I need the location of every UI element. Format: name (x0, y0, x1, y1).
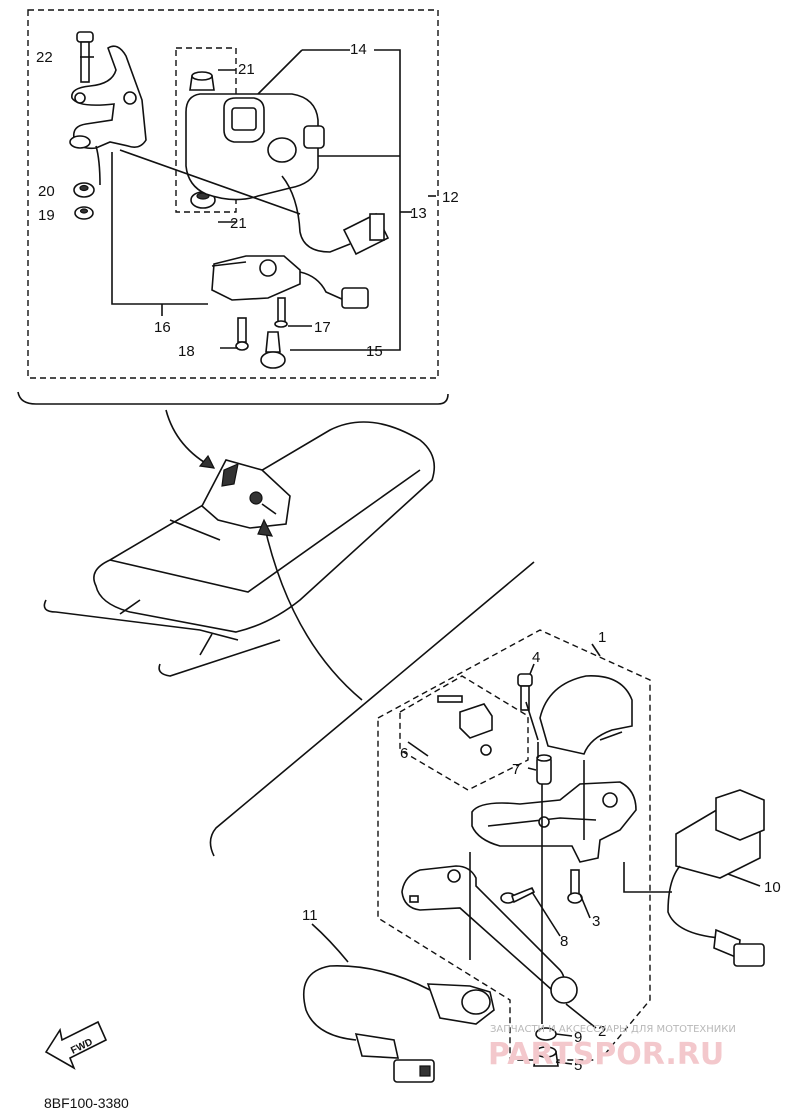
drawing-code: 8BF100-3380 (44, 1095, 129, 1111)
label-21-bottom: 21 (230, 215, 247, 232)
label-14: 14 (350, 41, 367, 58)
leader-13-bracket (290, 49, 401, 351)
screw-18 (235, 317, 249, 351)
label-5: 5 (574, 1057, 582, 1074)
bracket-wire (95, 145, 101, 186)
label-22: 22 (36, 49, 53, 66)
snowmobile-sketch (43, 409, 535, 857)
separator-line (209, 561, 535, 857)
watermark-logo: ЗАПЧАСТИ И АКСЕССУАРЫ ДЛЯ МОТОТЕХНИКИ PA… (488, 1024, 736, 1072)
leader-10-bracket (623, 862, 672, 893)
bolt-22 (76, 31, 94, 83)
label-7: 7 (512, 761, 520, 778)
brake-lever-2 (401, 865, 565, 991)
label-3: 3 (592, 913, 600, 930)
label-12: 12 (442, 189, 459, 206)
grommet-dashed-frame (175, 47, 237, 213)
inset-bottom-callout (17, 391, 449, 405)
label-6: 6 (400, 745, 408, 762)
label-8: 8 (560, 933, 568, 950)
leader-14 (257, 49, 303, 95)
label-16: 16 (154, 319, 171, 336)
arrow-to-lever (263, 523, 363, 701)
switch-housing-14 (185, 93, 325, 201)
label-20: 20 (38, 183, 55, 200)
label-11: 11 (302, 907, 318, 924)
label-15: 15 (366, 343, 383, 360)
box-cable (299, 271, 345, 301)
label-4: 4 (532, 649, 540, 666)
leader-16 (111, 152, 208, 305)
label-2: 2 (598, 1023, 606, 1040)
dashed-outline-1 (377, 629, 651, 1061)
label-9: 9 (574, 1029, 582, 1046)
fwd-arrow: FWD (44, 1020, 108, 1070)
stop-switch-11 (302, 965, 495, 1083)
label-18: 18 (178, 343, 195, 360)
box-connector (341, 287, 369, 309)
label-10: 10 (764, 879, 781, 896)
label-21-top: 21 (238, 61, 255, 78)
housing-connector (342, 212, 390, 256)
bracket (69, 45, 147, 150)
screw-17 (274, 297, 288, 328)
bolt-4 (517, 673, 533, 711)
grommet-21-bottom (190, 191, 216, 209)
master-cylinder (471, 781, 637, 863)
inset-dashed-frame (27, 9, 439, 379)
switch-6 (437, 695, 493, 756)
housing-cable (281, 175, 351, 253)
watermark-line1: ЗАПЧАСТИ И АКСЕССУАРЫ ДЛЯ МОТОТЕХНИКИ (490, 1024, 736, 1035)
switch-box-16 (211, 255, 301, 301)
lower-assembly: 1 4 6 7 10 3 8 11 2 9 5 (302, 629, 781, 1083)
cover-cap (539, 675, 633, 755)
relay-10 (667, 789, 765, 967)
dashed-outline-6 (399, 675, 529, 791)
top-inset: 22 21 14 20 19 21 13 12 16 17 18 15 (17, 9, 459, 405)
label-19: 19 (38, 207, 55, 224)
bolt-15 (260, 331, 286, 369)
label-1: 1 (598, 629, 606, 646)
screw-8 (500, 886, 536, 904)
pin-7 (536, 754, 552, 785)
bolt-3 (567, 869, 583, 904)
label-17: 17 (314, 319, 331, 336)
label-13: 13 (410, 205, 427, 222)
watermark-line2: PARTSPOR.RU (488, 1037, 724, 1072)
